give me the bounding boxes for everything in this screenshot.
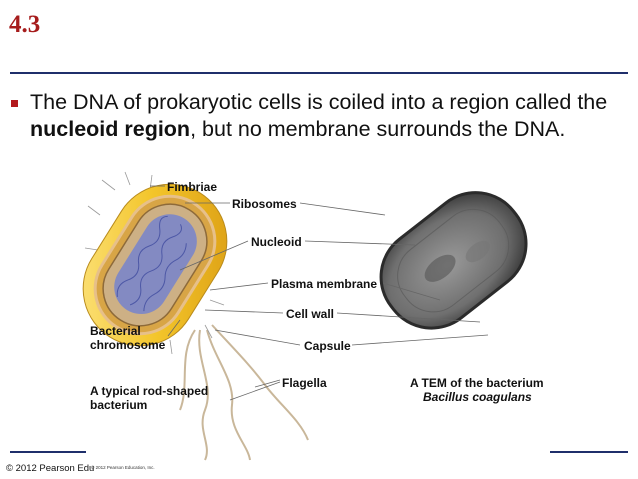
label-plasma-membrane: Plasma membrane: [271, 277, 378, 291]
label-rod-shaped-line2: bacterium: [90, 398, 148, 412]
label-tem-line2: Bacillus coagulans: [423, 390, 532, 404]
label-capsule: Capsule: [304, 339, 351, 353]
label-flagella: Flagella: [282, 376, 327, 390]
label-fimbriae: Fimbriae: [167, 180, 218, 194]
copyright-text: © 2012 Pearson Edu: [6, 463, 95, 474]
copyright-small-text: © 2012 Pearson Education, Inc.: [91, 465, 155, 470]
bacterium-body: [82, 183, 228, 347]
label-cell-wall: Cell wall: [286, 307, 335, 321]
leader-lines: [150, 185, 489, 401]
flagella-drawing: [179, 324, 309, 461]
label-rod-shaped-line1: A typical rod-shaped: [90, 384, 209, 398]
nucleoid-shape: [114, 214, 197, 315]
title-divider: [10, 72, 628, 74]
label-ribosomes: Ribosomes: [232, 197, 297, 211]
bullet-text-bold: nucleoid region: [30, 117, 191, 141]
label-tem-line1: A TEM of the bacterium: [410, 376, 544, 390]
tem-micrograph: [379, 191, 528, 330]
label-bacterial-chromosome-line1: Bacterial: [90, 324, 141, 338]
label-nucleoid: Nucleoid: [251, 235, 302, 249]
footer-rule-left: [10, 451, 86, 453]
bullet-text-part2: , but no membrane surrounds the DNA.: [190, 117, 566, 141]
bullet-text: The DNA of prokaryotic cells is coiled i…: [30, 89, 620, 143]
bullet-marker: [11, 100, 18, 107]
slide-number: 4.3: [9, 11, 41, 38]
label-bacterial-chromosome-line2: chromosome: [90, 338, 166, 352]
bullet-text-part1: The DNA of prokaryotic cells is coiled i…: [30, 90, 608, 114]
footer-rule-right: [550, 451, 628, 453]
